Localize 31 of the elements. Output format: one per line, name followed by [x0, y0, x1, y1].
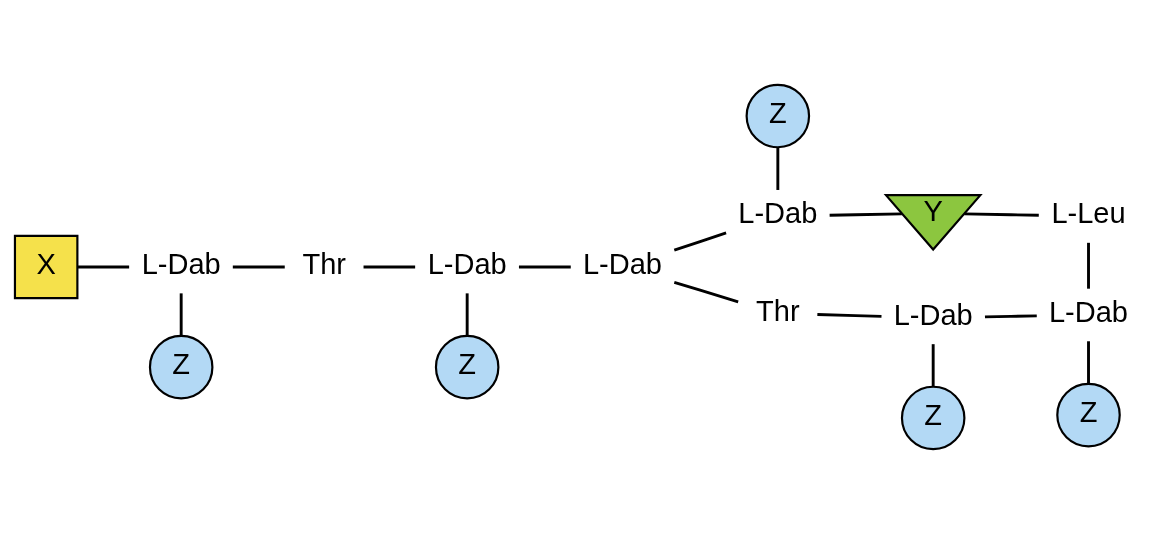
connector	[232, 265, 285, 268]
node-circle: Z	[148, 334, 214, 399]
connector	[673, 231, 727, 252]
connector	[829, 211, 902, 217]
connector	[817, 312, 882, 318]
node-circle: Z	[1056, 382, 1121, 447]
connector	[179, 292, 183, 336]
node-text: L-Dab	[582, 247, 663, 280]
connector	[931, 343, 935, 387]
connector	[984, 313, 1037, 318]
connector	[673, 280, 739, 303]
connector	[518, 265, 571, 268]
node-text: L-Dab	[427, 247, 507, 280]
node-circle: Z	[434, 334, 500, 399]
connector	[363, 265, 416, 268]
node-text: Thr	[756, 294, 800, 327]
node-text: L-Dab	[141, 247, 221, 280]
node-text: L-Dab	[1049, 295, 1129, 328]
node-text: L-Leu	[1051, 196, 1126, 229]
node-text: Thr	[302, 247, 346, 280]
node-text: L-Dab	[893, 298, 973, 331]
node-box: X	[13, 234, 79, 299]
node-circle: Z	[745, 83, 811, 148]
connector	[465, 292, 469, 336]
connector	[776, 147, 780, 190]
connector	[1087, 242, 1090, 289]
connector	[77, 265, 130, 268]
node-text: L-Dab	[738, 196, 818, 229]
connector	[964, 211, 1039, 217]
node-circle: Z	[900, 385, 966, 450]
connector	[1087, 340, 1090, 384]
